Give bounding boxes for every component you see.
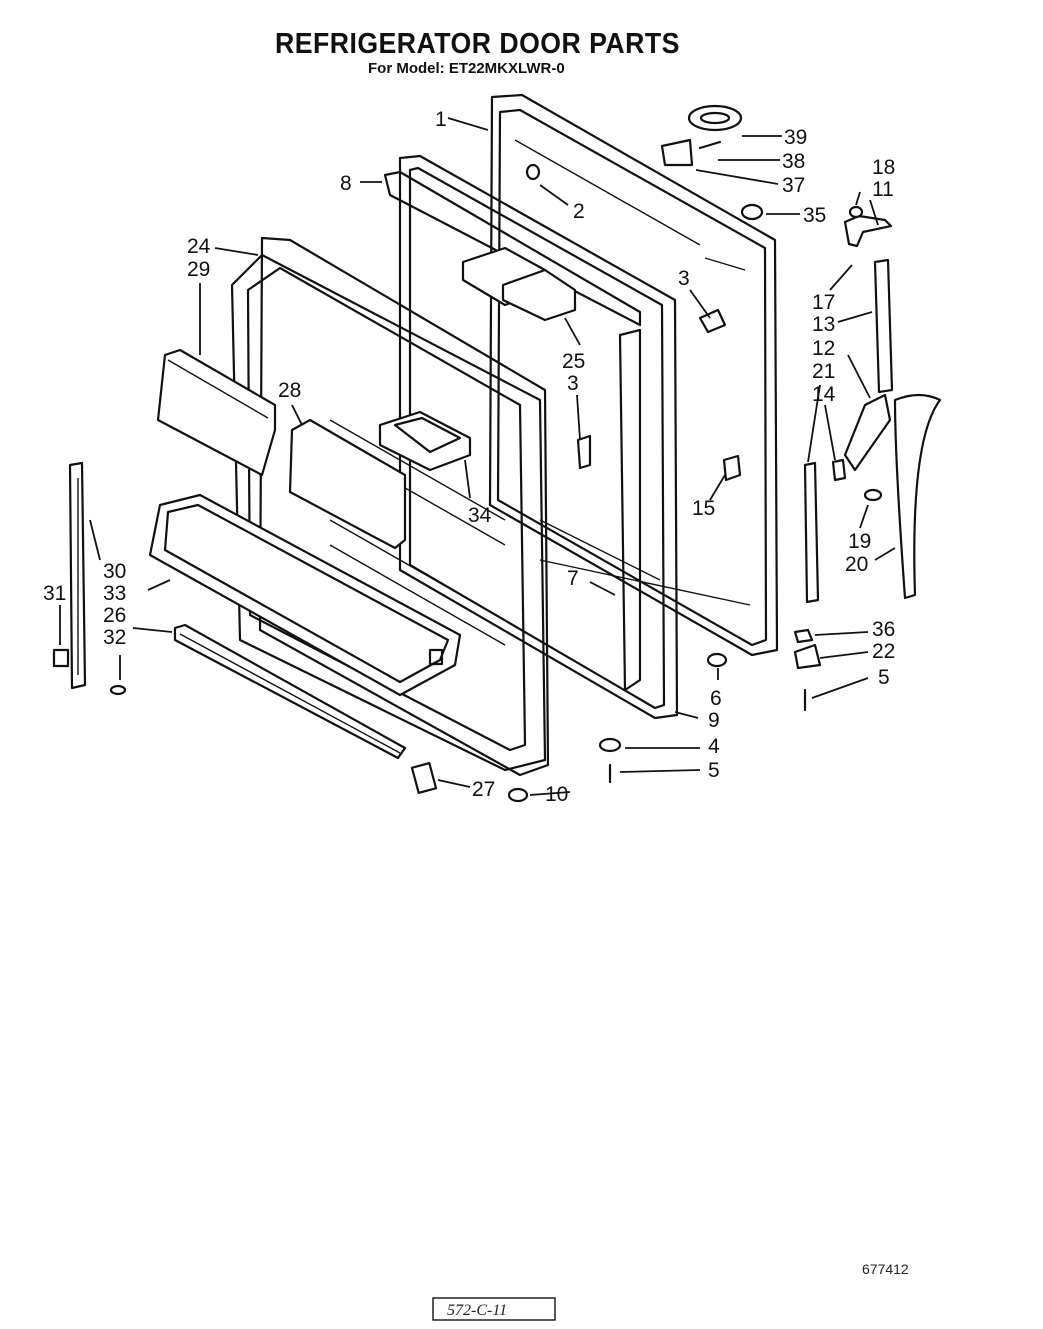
callout-8: 8: [340, 172, 352, 195]
callout-34: 34: [468, 504, 492, 527]
callout-leader-lines: [59, 117, 896, 796]
callout-3-upper: 3: [678, 267, 690, 290]
part-outer-door-frame: [488, 93, 779, 657]
callout-25: 25: [562, 350, 585, 373]
callout-18: 18: [872, 156, 895, 179]
callout-28: 28: [278, 379, 301, 402]
callout-20: 20: [845, 553, 868, 576]
callout-labels: 1 2 3 3 4 5 5 6 7 8 9 10 11 12 13 14 15 …: [43, 108, 895, 806]
page-title: REFRIGERATOR DOOR PARTS: [275, 28, 680, 60]
part-door-bin: [148, 493, 462, 697]
model-subtitle: For Model: ET22MKXLWR-0: [368, 60, 565, 77]
callout-19: 19: [848, 530, 871, 553]
callout-9: 9: [708, 709, 720, 732]
part-inner-door-liner: [230, 236, 550, 777]
part-door-liner-frame: [383, 154, 679, 720]
part-shelf-support-rail: [52, 461, 127, 696]
callout-11: 11: [872, 178, 894, 201]
callout-5-lower: 5: [708, 759, 720, 782]
callout-1: 1: [435, 108, 447, 131]
drawing-code: 677412: [862, 1261, 909, 1277]
callout-21: 21: [812, 360, 835, 383]
callout-36: 36: [872, 618, 895, 641]
part-upper-shelf: [156, 348, 277, 477]
part-dairy-compartment: [288, 418, 407, 550]
callout-2: 2: [573, 200, 585, 223]
part-bottom-trim: [173, 623, 407, 760]
callout-31: 31: [43, 582, 66, 605]
callout-4: 4: [708, 735, 720, 758]
callout-13: 13: [812, 313, 835, 336]
callout-38: 38: [782, 150, 805, 173]
callout-7: 7: [567, 567, 579, 590]
stamp-box: 572-C-11: [432, 1297, 556, 1321]
stamp-code: 572-C-11: [447, 1302, 507, 1319]
callout-17: 17: [812, 291, 835, 314]
callout-32: 32: [103, 626, 126, 649]
callout-39: 39: [784, 126, 807, 149]
callout-30: 30: [103, 560, 126, 583]
part-trim-end-cap: [410, 762, 438, 794]
callout-26: 26: [103, 604, 126, 627]
callout-14: 14: [812, 383, 836, 406]
callout-29: 29: [187, 258, 210, 281]
callout-24: 24: [187, 235, 211, 258]
callout-15: 15: [692, 497, 715, 520]
callout-10: 10: [545, 783, 568, 806]
callout-22: 22: [872, 640, 895, 663]
callout-35: 35: [803, 204, 826, 227]
part-hinge-assembly: [507, 104, 942, 803]
callout-5-right: 5: [878, 666, 890, 689]
callout-6: 6: [710, 687, 722, 710]
callout-33: 33: [103, 582, 126, 605]
callout-37: 37: [782, 174, 805, 197]
callout-27: 27: [472, 778, 495, 801]
callout-3-lower: 3: [567, 372, 579, 395]
callout-12: 12: [812, 337, 835, 360]
